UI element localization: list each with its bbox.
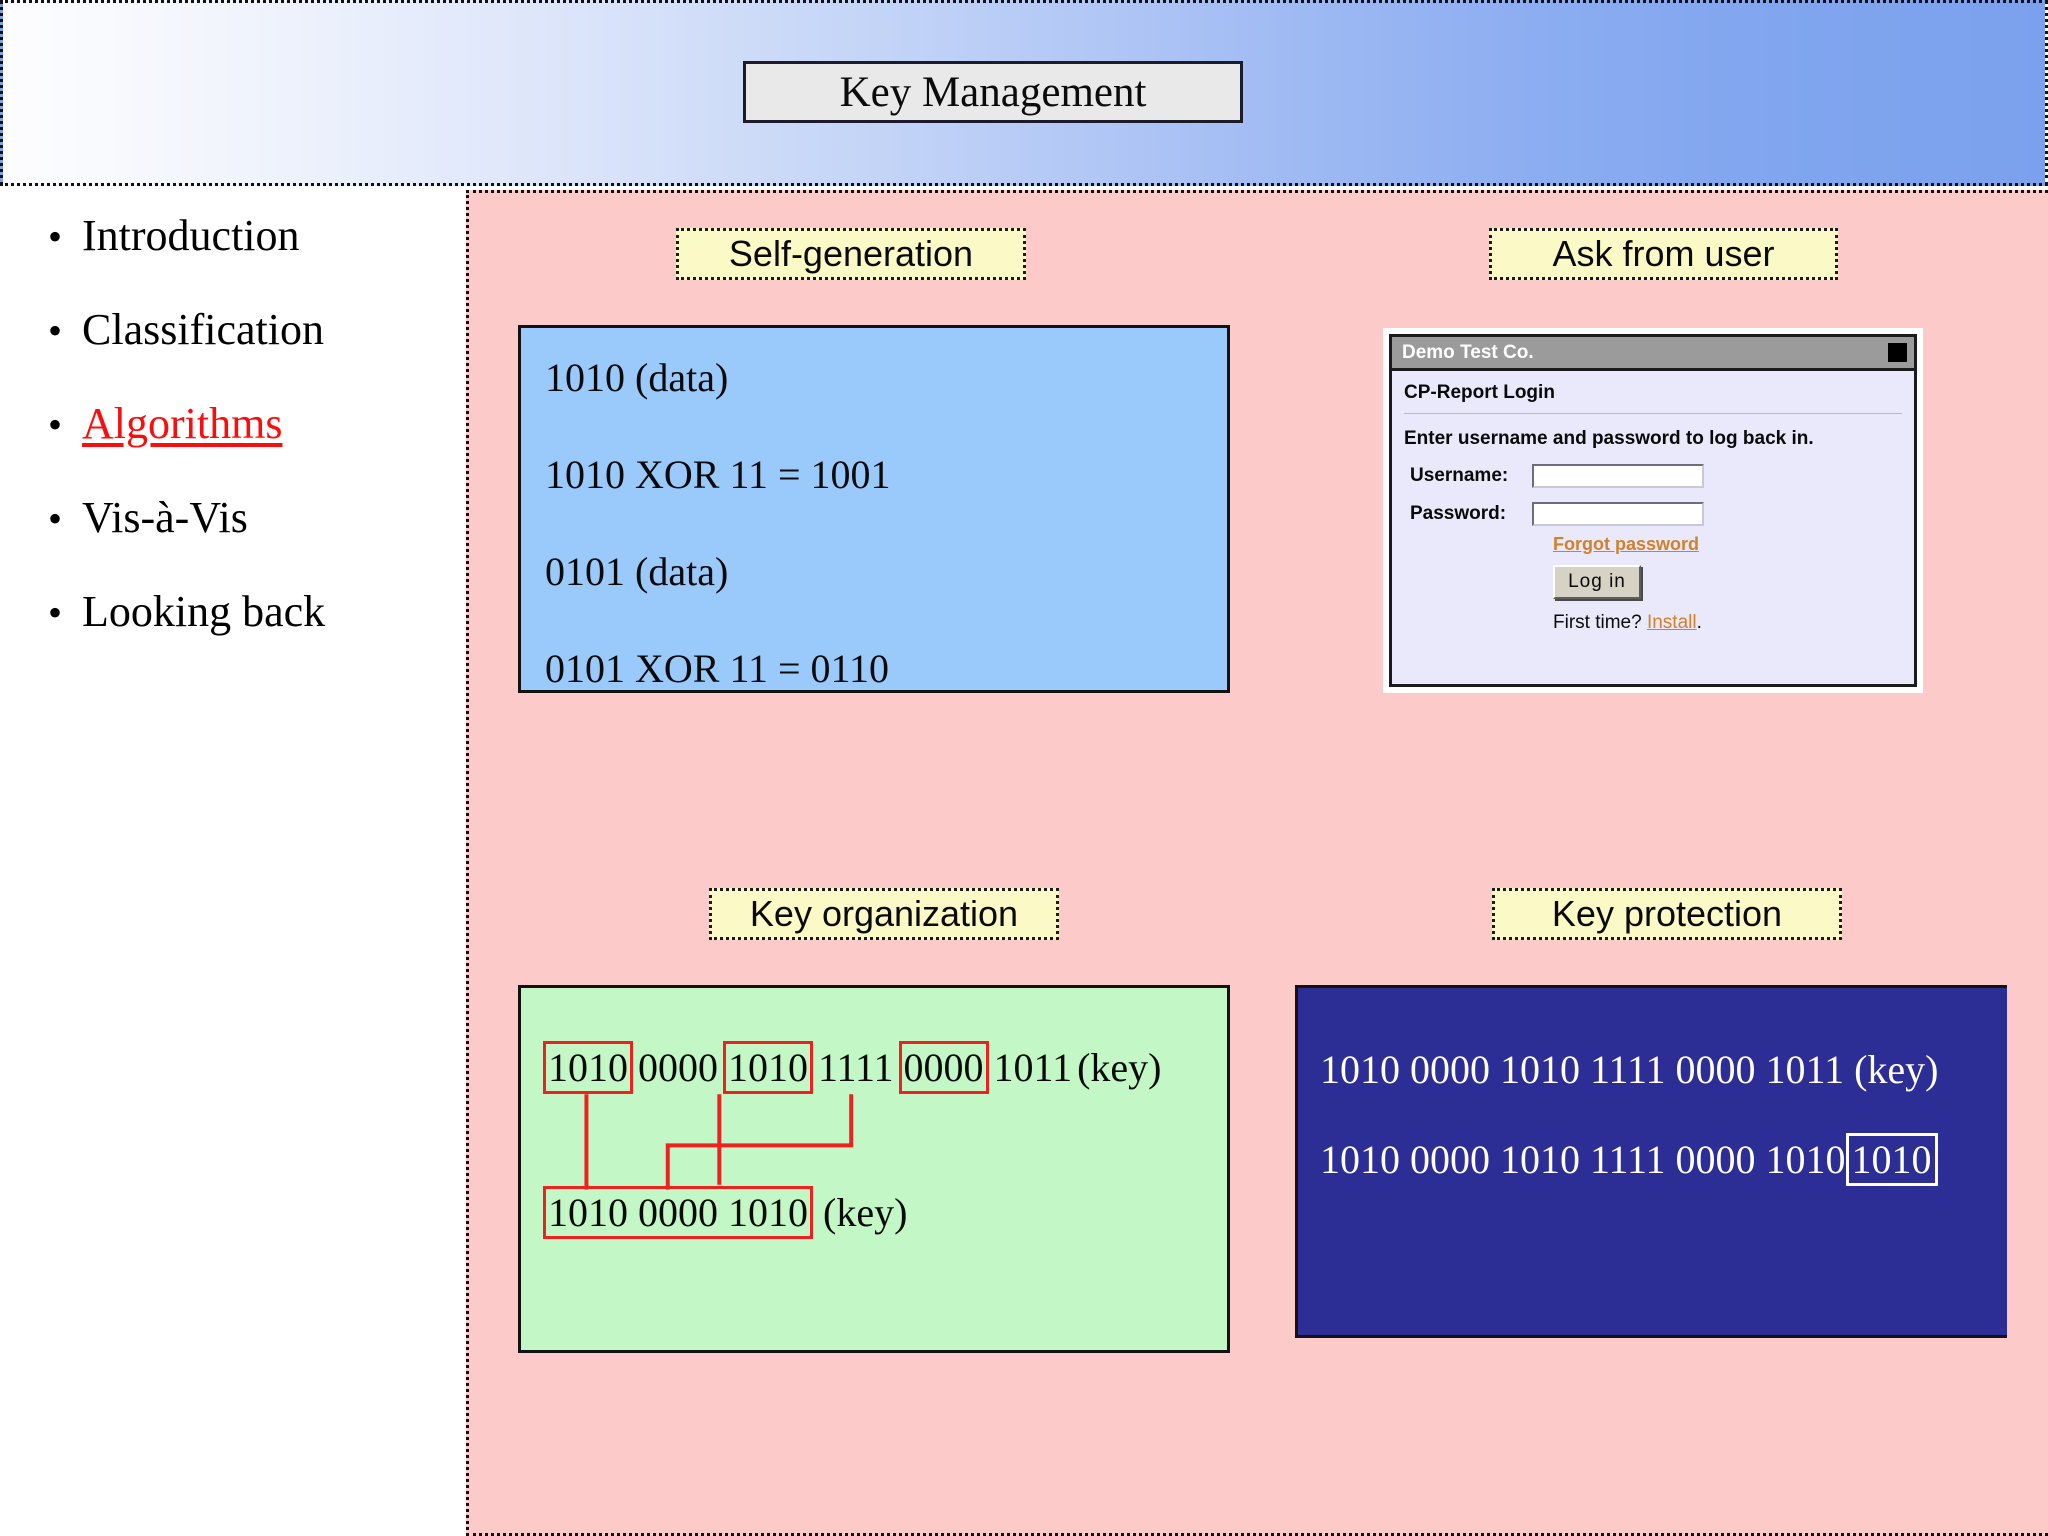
key-segment: 1111 [818, 1045, 894, 1090]
key-segment-highlighted: 1010 [543, 1041, 633, 1094]
sidebar-item-algorithms[interactable]: • Algorithms [48, 402, 282, 446]
key-suffix: (key) [1077, 1045, 1162, 1090]
login-instruction: Enter username and password to log back … [1404, 428, 1814, 449]
xor-line: 0101 XOR 11 = 0110 [545, 646, 890, 691]
sidebar-item-vis-a-vis[interactable]: • Vis-à-Vis [48, 496, 248, 540]
sidebar-item-label-active: Algorithms [82, 399, 283, 448]
first-time-row: First time? Install. [1553, 612, 1702, 634]
xor-line: 1010 (data) [545, 355, 729, 400]
password-input[interactable] [1532, 502, 1704, 526]
login-dialog: Demo Test Co. CP-Report Login Enter user… [1389, 334, 1917, 687]
dialog-app-name: Demo Test Co. [1402, 342, 1534, 363]
key-segment: 0000 [638, 1045, 718, 1090]
sidebar-item-looking-back[interactable]: • Looking back [48, 590, 325, 634]
close-icon[interactable] [1888, 343, 1907, 362]
username-input[interactable] [1532, 464, 1704, 488]
sidebar-nav: • Introduction • Classification • Algori… [0, 190, 462, 1536]
key-result-row: 1010 0000 1010 (key) [543, 1186, 908, 1239]
key-derivation-connector-lines [584, 1094, 854, 1190]
header-banner: Key Management [0, 0, 2048, 186]
section-label-ask-from-user: Ask from user [1489, 228, 1838, 280]
section-label-key-protection: Key protection [1492, 888, 1842, 940]
username-row: Username: [1410, 464, 1914, 488]
derived-key-value: 1010 0000 1010 [543, 1186, 813, 1239]
dialog-titlebar: Demo Test Co. [1392, 337, 1914, 371]
password-label: Password: [1410, 503, 1507, 524]
section-label-key-organization: Key organization [709, 888, 1059, 940]
sidebar-item-label: Looking back [82, 587, 326, 636]
sidebar-item-classification[interactable]: • Classification [48, 308, 324, 352]
key-segment-highlighted: 0000 [898, 1041, 989, 1094]
slide-title-plate: Key Management [743, 61, 1243, 123]
protection-prefix: 1010 0000 1010 1111 0000 1010 [1320, 1137, 1846, 1182]
username-label: Username: [1410, 465, 1509, 486]
first-time-period: . [1696, 612, 1702, 633]
login-heading: CP-Report Login [1404, 382, 1555, 403]
bullet-icon: • [48, 590, 63, 635]
bullet-icon: • [48, 214, 63, 259]
derived-seg: 1010 [728, 1190, 808, 1235]
divider [1404, 413, 1902, 414]
install-link[interactable]: Install [1646, 612, 1697, 633]
section-label-self-generation: Self-generation [676, 228, 1026, 280]
bullet-icon: • [48, 496, 63, 541]
derived-seg: 0000 [638, 1190, 718, 1235]
forgot-password-link[interactable]: Forgot password [1553, 534, 1700, 554]
page-title: Key Management [839, 68, 1147, 116]
key-segment-highlighted: 1010 [723, 1041, 813, 1094]
bullet-icon: • [48, 402, 63, 447]
bullet-icon: • [48, 308, 63, 353]
sidebar-item-label: Classification [82, 305, 324, 354]
protection-boxed-value: 1010 [1845, 1133, 1938, 1186]
first-time-label: First time? [1553, 612, 1647, 633]
login-dialog-screenshot: Demo Test Co. CP-Report Login Enter user… [1383, 328, 1923, 693]
sidebar-item-label: Introduction [82, 211, 300, 260]
derived-seg: 1010 [548, 1190, 628, 1235]
self-generation-example-box: 1010 (data) 1010 XOR 11 = 1001 0101 (dat… [518, 325, 1230, 693]
key-suffix: (key) [823, 1190, 908, 1235]
protection-key-line: 1010 0000 1010 1111 0000 1011 (key) [1320, 1047, 1939, 1092]
xor-line: 1010 XOR 11 = 1001 [545, 452, 891, 497]
sidebar-item-label: Vis-à-Vis [82, 493, 248, 542]
key-segment: 1011 [993, 1045, 1073, 1090]
sidebar-item-introduction[interactable]: • Introduction [48, 214, 300, 258]
key-protection-example-box: 1010 0000 1010 1111 0000 1011 (key) 1010… [1295, 985, 2007, 1338]
password-row: Password: [1410, 502, 1914, 526]
xor-line: 0101 (data) [545, 549, 729, 594]
login-button[interactable]: Log in [1553, 565, 1641, 599]
